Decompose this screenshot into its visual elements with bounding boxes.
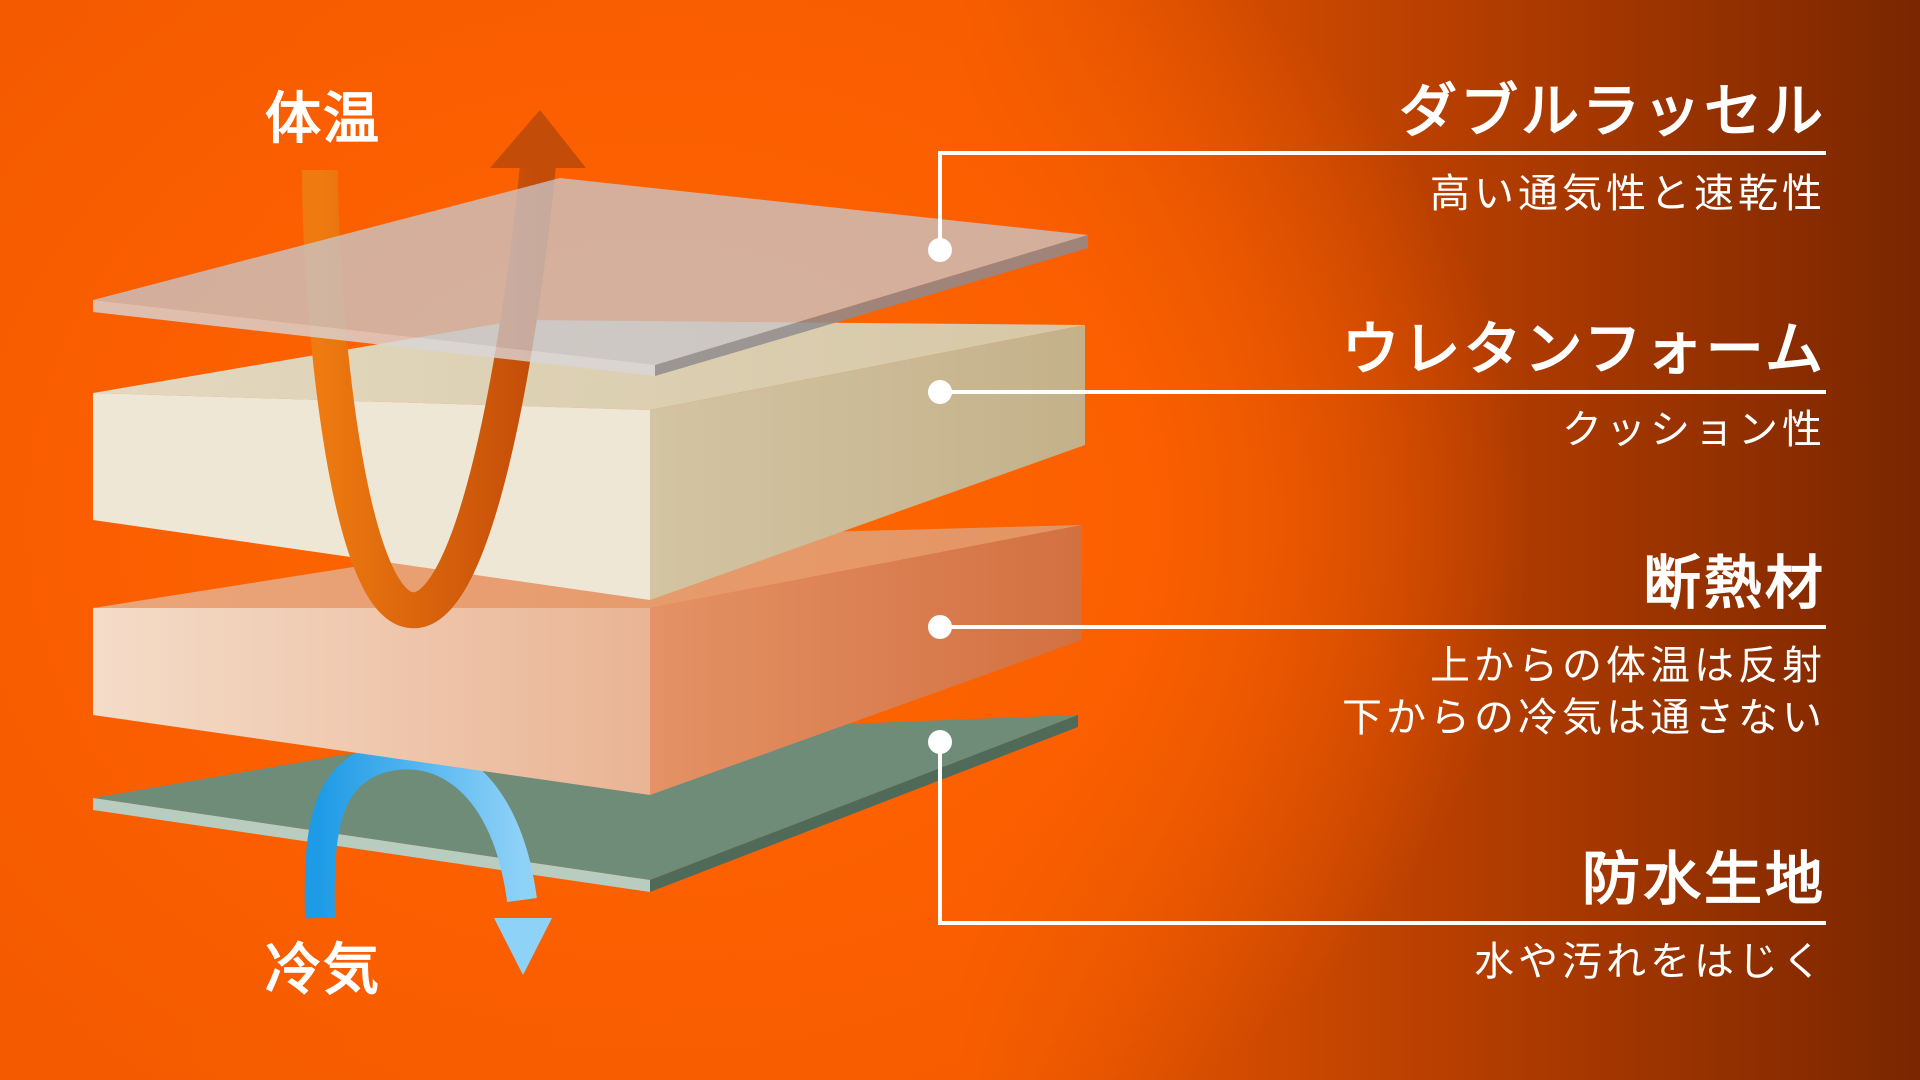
layer-desc-line: 下からの冷気は通さない [1342,695,1826,741]
layer-title: 防水生地 [1581,845,1826,913]
callout-dot-mesh [928,238,952,262]
layer-desc-line: 上からの体温は反射 [1430,643,1826,689]
layer-desc-line: クッション性 [1562,407,1826,453]
callout-dot-waterproof [928,730,952,754]
layer-title: ウレタンフォーム [1341,315,1826,383]
layer-label-mesh: ダブルラッセル [1399,82,1826,140]
callout-line-mesh [938,151,1826,250]
layer-desc-waterproof: 水や汚れをはじく [1474,936,1826,988]
cold-air-arrow [304,739,552,975]
layer-desc-foam: クッション性 [1562,404,1826,456]
callout-dot-insulation [928,615,952,639]
layer-desc-insulation: 上からの体温は反射 下からの冷気は通さない [1342,640,1826,744]
layer-label-insulation: 断熱材 [1643,554,1826,612]
layer-desc-mesh: 高い通気性と速乾性 [1430,168,1826,220]
body-heat-label: 体温 [265,87,381,152]
callout-dots [928,238,952,754]
layer-desc-line: 水や汚れをはじく [1474,939,1826,985]
layer-label-foam: ウレタンフォーム [1341,320,1826,378]
mesh-layer [93,178,1088,376]
cold-air-label: 冷気 [265,938,381,1003]
callout-dot-foam [928,380,952,404]
layer-label-waterproof: 防水生地 [1582,850,1826,908]
callout-line-waterproof [938,742,1826,925]
layer-desc-line: 高い通気性と速乾性 [1430,171,1826,217]
callout-lines [938,151,1826,925]
layer-title: 断熱材 [1642,549,1826,617]
layer-title: ダブルラッセル [1398,77,1826,145]
